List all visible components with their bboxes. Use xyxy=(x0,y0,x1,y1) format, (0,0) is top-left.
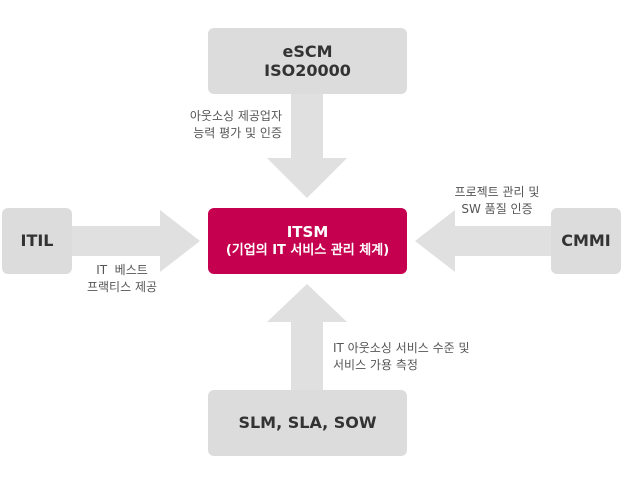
top-box-line2: ISO20000 xyxy=(264,61,351,80)
top-box-line1: eSCM xyxy=(282,41,333,61)
top-note-line1: 아웃소싱 제공업자 xyxy=(189,109,282,123)
arrow-up xyxy=(267,284,347,390)
bottom-note-line1: IT 아웃소싱 서비스 수준 및 xyxy=(333,341,470,355)
right-arrow-note: 프로젝트 관리 및 SW 품질 인증 xyxy=(444,184,550,219)
right-note-line1: 프로젝트 관리 및 xyxy=(454,185,540,199)
center-subtitle: (기업의 IT 서비스 관리 체계) xyxy=(225,243,390,259)
arrow-left xyxy=(415,210,551,272)
left-note-line2: 프랙티스 제공 xyxy=(86,280,158,295)
bottom-arrow-note: IT 아웃소싱 서비스 수준 및 서비스 가용 측정 xyxy=(333,340,470,375)
arrow-down xyxy=(267,94,347,198)
itsm-center-box: ITSM (기업의 IT 서비스 관리 체계) xyxy=(208,208,407,274)
left-arrow-note: IT 베스트 프랙티스 제공 xyxy=(72,262,172,297)
slm-sla-sow-box: SLM, SLA, SOW xyxy=(208,390,407,456)
bottom-note-line2: 서비스 가용 측정 xyxy=(333,358,418,373)
right-note-line2: SW 품질 인증 xyxy=(461,202,533,217)
center-title: ITSM xyxy=(286,223,329,242)
left-box-label: ITIL xyxy=(20,231,54,251)
top-note-line2: 능력 평가 및 인증 xyxy=(193,126,282,141)
cmmi-box: CMMI xyxy=(551,208,621,274)
left-note-line1: IT 베스트 xyxy=(96,263,148,277)
arrow-right xyxy=(72,210,200,272)
top-arrow-note: 아웃소싱 제공업자 능력 평가 및 인증 xyxy=(168,108,282,143)
bottom-box-label: SLM, SLA, SOW xyxy=(238,413,377,433)
itil-box: ITIL xyxy=(2,208,72,274)
escm-iso20000-box: eSCM ISO20000 xyxy=(208,28,407,94)
right-box-label: CMMI xyxy=(561,231,611,251)
